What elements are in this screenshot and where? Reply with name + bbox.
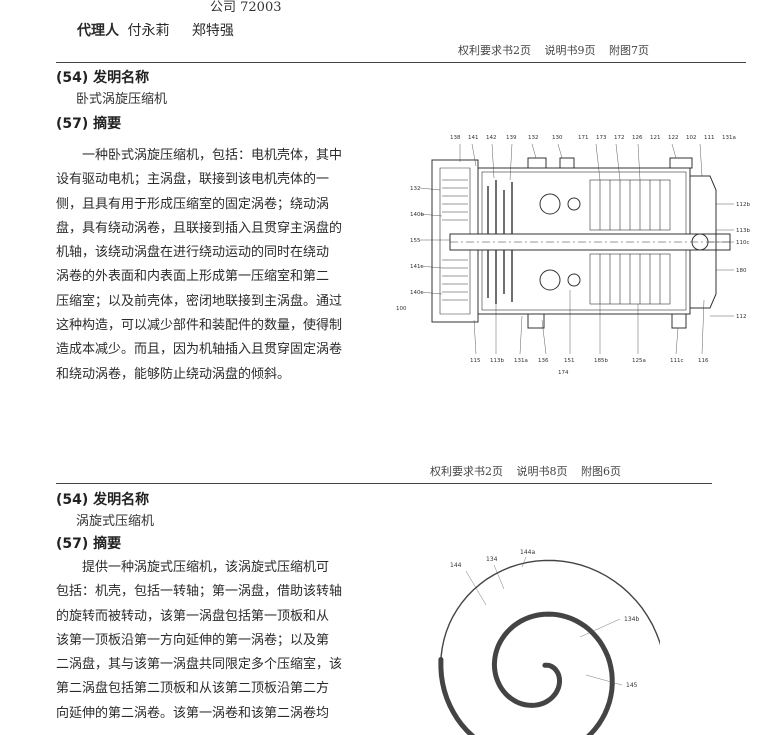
figure-label: 171 <box>578 135 589 141</box>
figure-label: 141 <box>468 135 479 141</box>
figure-label: 110c <box>736 240 750 246</box>
compressor-cross-section-figure: 138 141 142 139 132 130 171 173 172 126 … <box>396 135 750 376</box>
doc1-abstract-line: 涡卷的外表面和内表面上形成第一压缩室和第二 <box>56 269 330 285</box>
doc2-page-counts: 权利要求书2页 说明书8页 附图6页 <box>430 463 621 479</box>
doc2-abstract: 提供一种涡旋式压缩机，该涡旋式压缩机可 包括：机壳，包括一转轴；第一涡盘，借助该… <box>56 556 386 726</box>
doc1-abstract-line: 这种构造，可以减少部件和装配件的数量，使得制 <box>56 318 343 334</box>
agent-label: 代理人 <box>77 23 119 39</box>
doc2-abstract-line: 包括：机壳，包括一转轴；第一涡盘，借助该转轴 <box>56 584 343 600</box>
figure-label: 126 <box>632 135 643 141</box>
figure-label: 132 <box>410 186 421 192</box>
doc1-abstract: 一种卧式涡旋压缩机，包括：电机壳体，其中 设有驱动电机；主涡盘，联接到该电机壳体… <box>56 144 386 387</box>
doc1-claims-pages: 权利要求书2页 <box>458 44 531 57</box>
figure-label: 111 <box>704 135 715 141</box>
figure-label: 174 <box>558 370 569 376</box>
agent-name-2: 郑特强 <box>191 23 234 39</box>
front-housing <box>431 159 479 323</box>
motor-stator <box>589 179 671 305</box>
figure-label: 112 <box>736 314 747 320</box>
figure-label: 132 <box>528 135 539 141</box>
doc1-page-counts: 权利要求书2页 说明书9页 附图7页 <box>458 42 649 58</box>
figure-label: 141c <box>410 264 424 270</box>
doc2-claims-pages: 权利要求书2页 <box>430 465 503 478</box>
figure-label: 173 <box>596 135 607 141</box>
figure-label: 115 <box>470 358 481 364</box>
figure-label: 144a <box>520 549 535 556</box>
figure-label: 134 <box>486 556 498 563</box>
doc2-abstract-line: 向延伸的第二涡卷。该第一涡卷和该第二涡卷均 <box>56 705 330 721</box>
agent-line: 代理人 付永莉 郑特强 <box>77 20 252 40</box>
figure-label: 125a <box>632 358 646 364</box>
doc2-abstract-line: 第二涡盘包括第二顶板和从该第二顶板沿第二方 <box>56 681 330 697</box>
figure-label: 121 <box>650 135 661 141</box>
figure-label: 113b <box>490 358 504 364</box>
doc1-abstract-line: 压缩室；以及前壳体，密闭地联接到主涡盘。通过 <box>56 293 343 309</box>
figure-label: 144 <box>450 562 462 569</box>
figure-label: 116 <box>698 358 709 364</box>
figure-label: 151 <box>564 358 575 364</box>
scroll-spiral <box>438 559 660 735</box>
scroll-wrap-spiral-figure: 144 134 144a 134b 145 <box>438 549 660 735</box>
doc1-title: 卧式涡旋压缩机 <box>76 92 168 107</box>
doc1-header-rule <box>56 62 746 63</box>
figure-label: 140c <box>410 290 424 296</box>
doc1-abstract-line: 设有驱动电机；主涡盘，联接到该电机壳体的一 <box>56 172 330 188</box>
doc2-title: 涡旋式压缩机 <box>76 514 155 529</box>
figure-label: 155 <box>410 238 421 244</box>
figure-label: 122 <box>668 135 679 141</box>
figure-label: 102 <box>686 135 697 141</box>
figure-label: 100 <box>396 306 407 312</box>
figure-label: 139 <box>506 135 517 141</box>
applicant-org-tail: 公司 72003 <box>210 0 282 15</box>
figure-label: 131a <box>722 135 736 141</box>
figure-label: 138 <box>450 135 461 141</box>
doc2-abstract-line: 的旋转而被转动，该第一涡盘包括第一顶板和从 <box>56 608 330 624</box>
doc1-abstract-label: (57) 摘要 <box>56 116 122 132</box>
doc1-abstract-line: 和绕动涡卷，能够防止绕动涡盘的倾斜。 <box>56 366 291 382</box>
figure-label: 113b <box>736 228 750 234</box>
doc2-abstract-line: 二涡盘，其与该第一涡盘共同限定多个压缩室，该 <box>56 657 343 673</box>
agent-name-1: 付永莉 <box>127 23 170 39</box>
doc2-title-label: (54) 发明名称 <box>56 492 150 508</box>
doc2-abstract-label: (57) 摘要 <box>56 536 122 552</box>
figure-reference-numbers: 138 141 142 139 132 130 171 173 172 126 … <box>396 135 750 376</box>
doc2-spec-pages: 说明书8页 <box>516 465 568 478</box>
doc1-title-label: (54) 发明名称 <box>56 70 150 86</box>
figure-label: 111c <box>670 358 684 364</box>
doc2-abstract-line: 提供一种涡旋式压缩机，该涡旋式压缩机可 <box>82 560 330 575</box>
doc1-abstract-line: 盘，具有绕动涡卷，且联接到插入且贯穿主涡盘的 <box>56 220 343 236</box>
figure-label: 134b <box>624 616 639 623</box>
figure-label: 130 <box>552 135 563 141</box>
figure-label: 131a <box>514 358 528 364</box>
figure-label: 172 <box>614 135 625 141</box>
doc1-abstract-line: 一种卧式涡旋压缩机，包括：电机壳体，其中 <box>82 148 343 163</box>
doc2-figure-pages: 附图6页 <box>581 465 621 478</box>
doc2-header-rule <box>56 483 712 484</box>
figure-label: 140b <box>410 212 424 218</box>
figure-label: 185b <box>594 358 608 364</box>
doc1-abstract-line: 侧，且具有用于形成压缩室的固定涡卷；绕动涡 <box>56 196 330 212</box>
figure-label: 136 <box>538 358 549 364</box>
figure-label: 180 <box>736 268 747 274</box>
doc1-abstract-line: 造成本减少。而且，因为机轴插入且贯穿固定涡卷 <box>56 342 343 358</box>
figure-label: 145 <box>626 682 638 689</box>
doc1-figure-pages: 附图7页 <box>609 44 649 57</box>
figure-label: 112b <box>736 202 750 208</box>
doc2-abstract-line: 该第一顶板沿第一方向延伸的第一涡卷；以及第 <box>56 632 330 648</box>
doc1-spec-pages: 说明书9页 <box>544 44 596 57</box>
doc1-abstract-line: 机轴，该绕动涡盘在进行绕动运动的同时在绕动 <box>56 245 330 261</box>
figure-label: 142 <box>486 135 497 141</box>
